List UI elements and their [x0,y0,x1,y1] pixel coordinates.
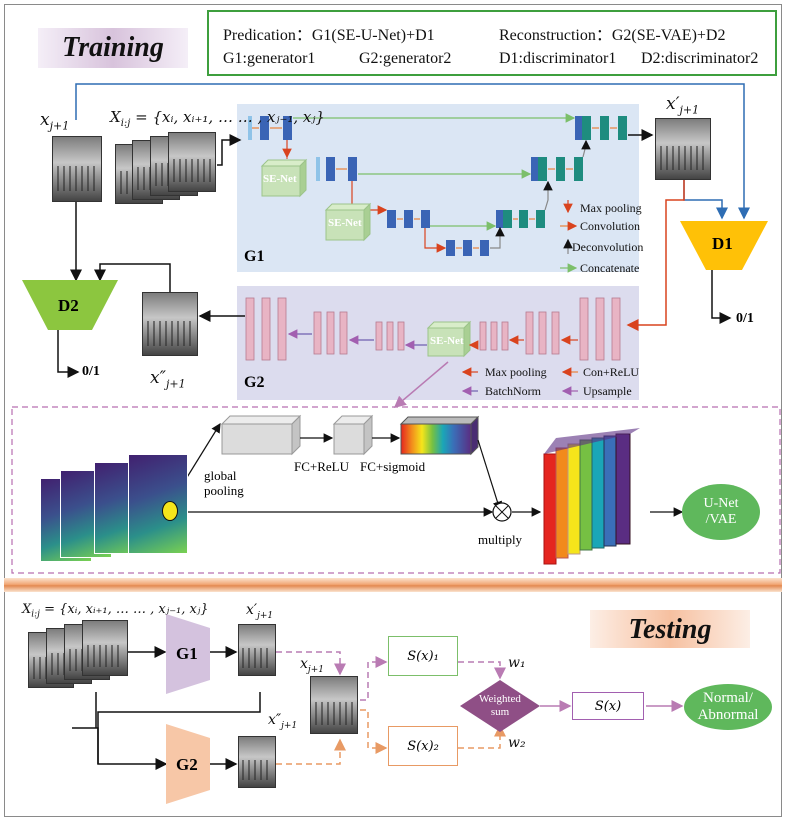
g2-legend-batchnorm: BatchNorm [485,384,541,398]
legend-d1: D1:discriminator1 [499,50,617,67]
legend-prediction: Predication：G1(SE-U-Net)+D1 [223,27,435,44]
g2-se-net: SE-Net [430,335,464,347]
testing-title: Testing [590,610,750,648]
fc-cube [332,414,374,456]
outer-frame [4,4,782,817]
unet-vae-oval: U-Net /VAE [682,484,760,540]
d1-output: 0/1 [736,311,754,326]
test-g1-shape [166,614,210,694]
g2-legend-maxpool: Max pooling [485,365,547,379]
test-g1-label: G1 [176,644,198,663]
test-label-X-seq: Xi:j = {xᵢ, xᵢ₊₁, … … , xⱼ₋₁, xⱼ} [22,602,209,620]
g1-label: G1 [244,248,265,265]
test-frame-seq-4 [82,620,128,676]
frame-x-j1 [52,136,102,202]
rescaled-feature-stack [543,428,640,565]
g1-se-net-2: SE-Net [328,217,362,229]
multiply-label: multiply [478,532,523,547]
d2-shape [22,280,118,330]
g1-legend-conv: Convolution [580,219,641,233]
fc-relu-label: FC+ReLU [294,459,350,474]
g2-vae-blocks [245,297,621,361]
d2-output: 0/1 [82,364,100,379]
g1-se-net-cubes [260,158,372,242]
gt-to-d1-line [75,83,750,220]
test-label-x-prime: x′j+1 [246,602,274,621]
test-label-x-dprime: x″j+1 [268,712,298,731]
legend-d2: D2:discriminator2 [641,50,759,67]
sigmoid-bar [399,415,480,456]
result-oval: Normal/ Abnormal [684,684,772,730]
g2-legend-upsample: Upsample [583,384,632,398]
test-g2-label: G2 [176,755,198,774]
test-label-x-j1: xj+1 [300,656,324,675]
g1-unet-blocks [248,116,627,256]
section-divider [4,578,782,592]
label-x-j1: xj+1 [40,110,70,133]
g1-legend-concat: Concatenate [580,261,640,275]
weight-w2: w₂ [508,735,526,751]
d1-shape [680,221,768,270]
feature-map-4 [128,454,188,554]
legend-reconstruction: Reconstruction：G2(SE-VAE)+D2 [499,27,726,44]
d2-label: D2 [58,296,79,315]
global-pooling-label: global pooling [204,468,244,498]
score-s-box: S(x) [572,692,644,720]
weighted-sum-label: Weighted sum [479,693,521,718]
label-x-prime: x′j+1 [666,94,700,117]
frame-recon [142,292,198,356]
legend-g1: G1:generator1 [223,50,316,67]
g2-label: G2 [244,374,265,391]
test-frame-pred [238,624,276,676]
pred-to-d1-line [683,180,728,220]
d1-label: D1 [712,234,733,253]
legend-box: Predication：G1(SE-U-Net)+D1 Reconstructi… [207,10,777,76]
legend-g2: G2:generator2 [359,50,452,67]
g1-legend-deconv: Deconvolution [572,240,644,254]
g2-legend-conrelu: Con+ReLU [583,365,640,379]
weight-w1: w₁ [508,655,526,671]
label-X-seq: Xi:j = {xᵢ, xᵢ₊₁, … … , xⱼ₋₁, xⱼ} [110,108,325,129]
gap-cube [220,414,302,456]
score-s1-box: S(x)₁ [388,636,458,676]
g1-se-net-1: SE-Net [263,173,297,185]
g1-legend-maxpool: Max pooling [580,201,642,215]
fc-sigmoid-label: FC+sigmoid [360,459,426,474]
weighted-sum-diamond [460,680,540,732]
frame-pred [655,118,711,180]
test-g2-shape [166,724,210,804]
frame-seq-4 [168,132,216,192]
training-title: Training [38,28,188,68]
test-frame-gt [310,676,358,734]
pooling-highlight [162,501,178,521]
label-x-dprime: x″j+1 [150,368,186,391]
score-s2-box: S(x)₂ [388,726,458,766]
g2-se-net-cube [426,320,472,358]
test-frame-recon [238,736,276,788]
